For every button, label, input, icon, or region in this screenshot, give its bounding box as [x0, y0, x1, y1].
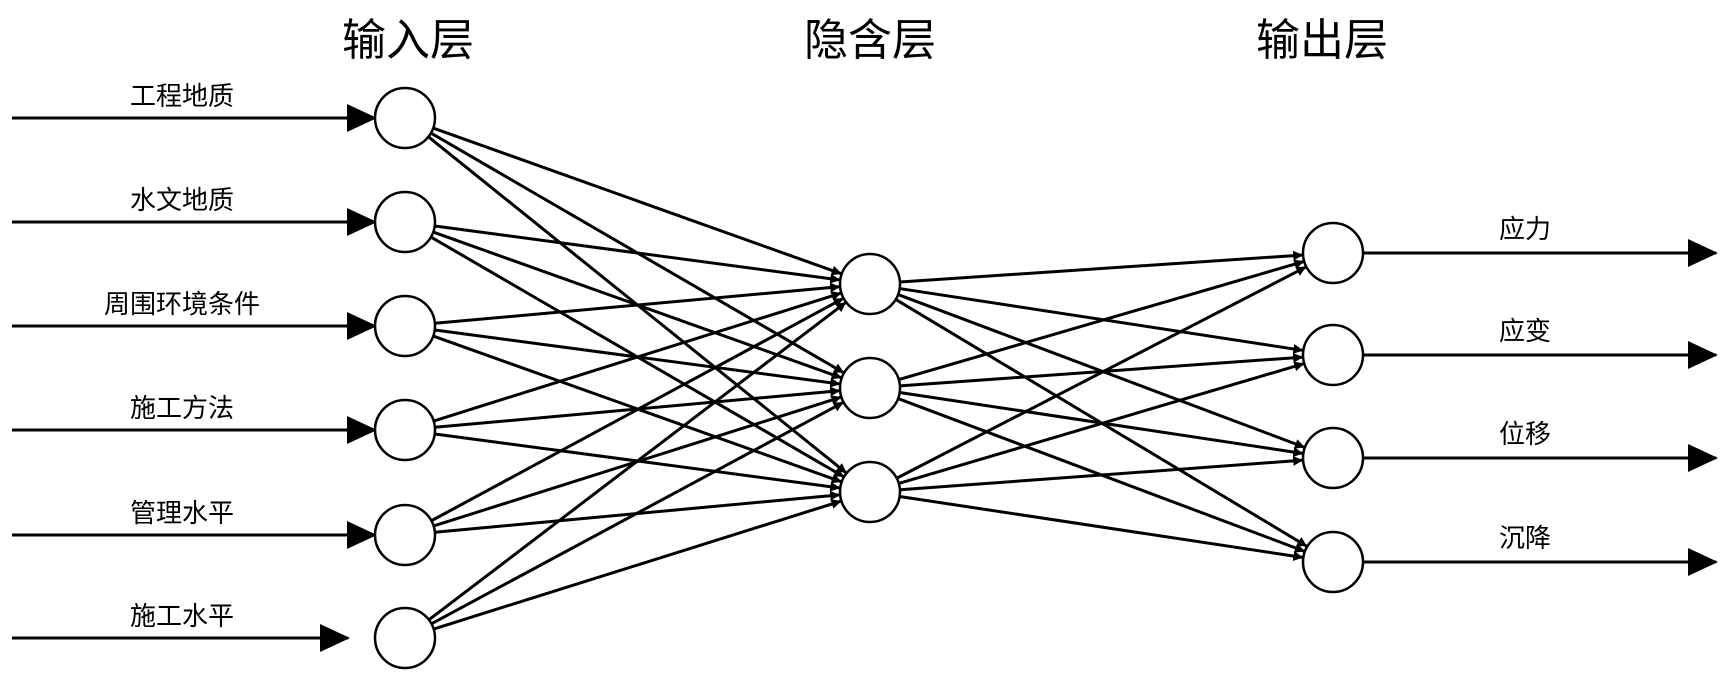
input-label-5: 管理水平: [130, 499, 234, 529]
edge-input-2-hidden-1: [434, 224, 841, 284]
io-arrows: [12, 104, 1718, 652]
input-label-4: 施工方法: [130, 394, 234, 424]
output-layer-title: 输出层: [1256, 15, 1388, 66]
output-node-4: [1301, 530, 1365, 594]
input-label-2: 水文地质: [130, 186, 234, 216]
edge-input-6-hidden-2: [430, 401, 844, 626]
input-node-5: [373, 503, 437, 567]
input-label-1: 工程地质: [130, 82, 234, 112]
output-label-2: 应变: [1499, 317, 1551, 347]
edge-hidden-3-output-1: [895, 265, 1307, 480]
edge-hidden-3-output-4: [899, 495, 1304, 561]
input-label-6: 施工水平: [130, 602, 234, 632]
output-label-4: 沉降: [1499, 524, 1551, 554]
input-layer-title: 输入层: [342, 15, 474, 66]
edge-hidden-2-output-1: [898, 259, 1305, 382]
edge-input-5-hidden-1: [430, 297, 844, 523]
output-label-3: 位移: [1499, 420, 1551, 450]
edge-input-6-hidden-1: [427, 301, 847, 622]
input-node-2: [373, 190, 437, 254]
edge-hidden-1-output-1: [899, 250, 1304, 284]
input-node-3: [373, 294, 437, 358]
nodes: [373, 86, 1365, 670]
edge-input-4-hidden-1: [433, 291, 842, 423]
edge-hidden-3-output-2: [898, 361, 1305, 485]
hidden-node-3: [838, 460, 902, 524]
connections: [427, 126, 1308, 631]
output-node-3: [1301, 426, 1365, 490]
edge-input-6-hidden-3: [433, 499, 842, 631]
hidden-node-1: [838, 252, 902, 316]
input-node-4: [373, 398, 437, 462]
hidden-node-2: [838, 356, 902, 420]
edge-hidden-3-output-3: [899, 455, 1304, 492]
edge-input-3-hidden-1: [434, 282, 841, 325]
edge-input-1-hidden-1: [432, 126, 842, 276]
output-label-1: 应力: [1499, 215, 1551, 245]
input-node-1: [373, 86, 437, 150]
input-node-6: [373, 606, 437, 670]
hidden-layer-title: 隐含层: [804, 15, 936, 66]
output-node-1: [1301, 221, 1365, 285]
output-node-2: [1301, 323, 1365, 387]
input-label-3: 周围环境条件: [104, 290, 260, 320]
